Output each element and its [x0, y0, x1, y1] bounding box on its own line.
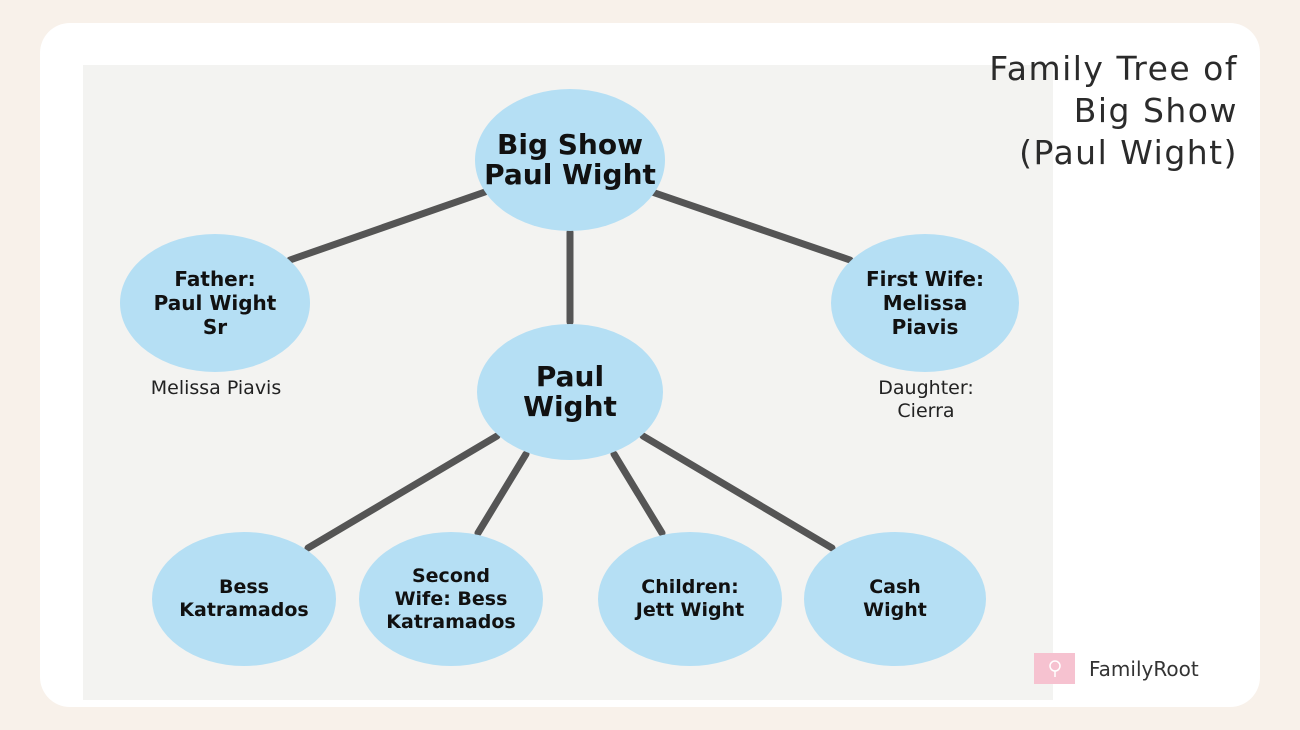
node-center: Paul Wight — [477, 324, 663, 460]
edge-center-bess — [304, 432, 501, 552]
node-cash: Cash Wight — [804, 532, 986, 666]
node-root: Big Show Paul Wight — [475, 89, 665, 231]
brand-name: FamilyRoot — [1089, 656, 1199, 681]
diagram-title: Family Tree of Big Show (Paul Wight) — [878, 48, 1238, 174]
title-line-1: Family Tree of — [989, 49, 1238, 88]
caption-first-wife: Daughter: Cierra — [878, 377, 974, 422]
tree-icon — [1034, 653, 1075, 684]
edge-center-cash — [639, 432, 836, 552]
title-line-2: Big Show — [1073, 91, 1238, 130]
node-children: Children: Jett Wight — [598, 532, 782, 666]
node-bess: Bess Katramados — [152, 532, 336, 666]
node-first-wife: First Wife: Melissa Piavis — [831, 234, 1019, 372]
node-father: Father: Paul Wight Sr — [120, 234, 310, 372]
title-line-3: (Paul Wight) — [1019, 133, 1238, 172]
edge-center-second-wife — [474, 450, 530, 537]
edge-root-father — [286, 188, 489, 264]
edge-center-children — [610, 450, 666, 537]
node-second-wife: Second Wife: Bess Katramados — [359, 532, 543, 666]
brand-badge: FamilyRoot — [1034, 653, 1199, 684]
edge-root-first-wife — [648, 188, 854, 264]
caption-father: Melissa Piavis — [150, 377, 282, 399]
